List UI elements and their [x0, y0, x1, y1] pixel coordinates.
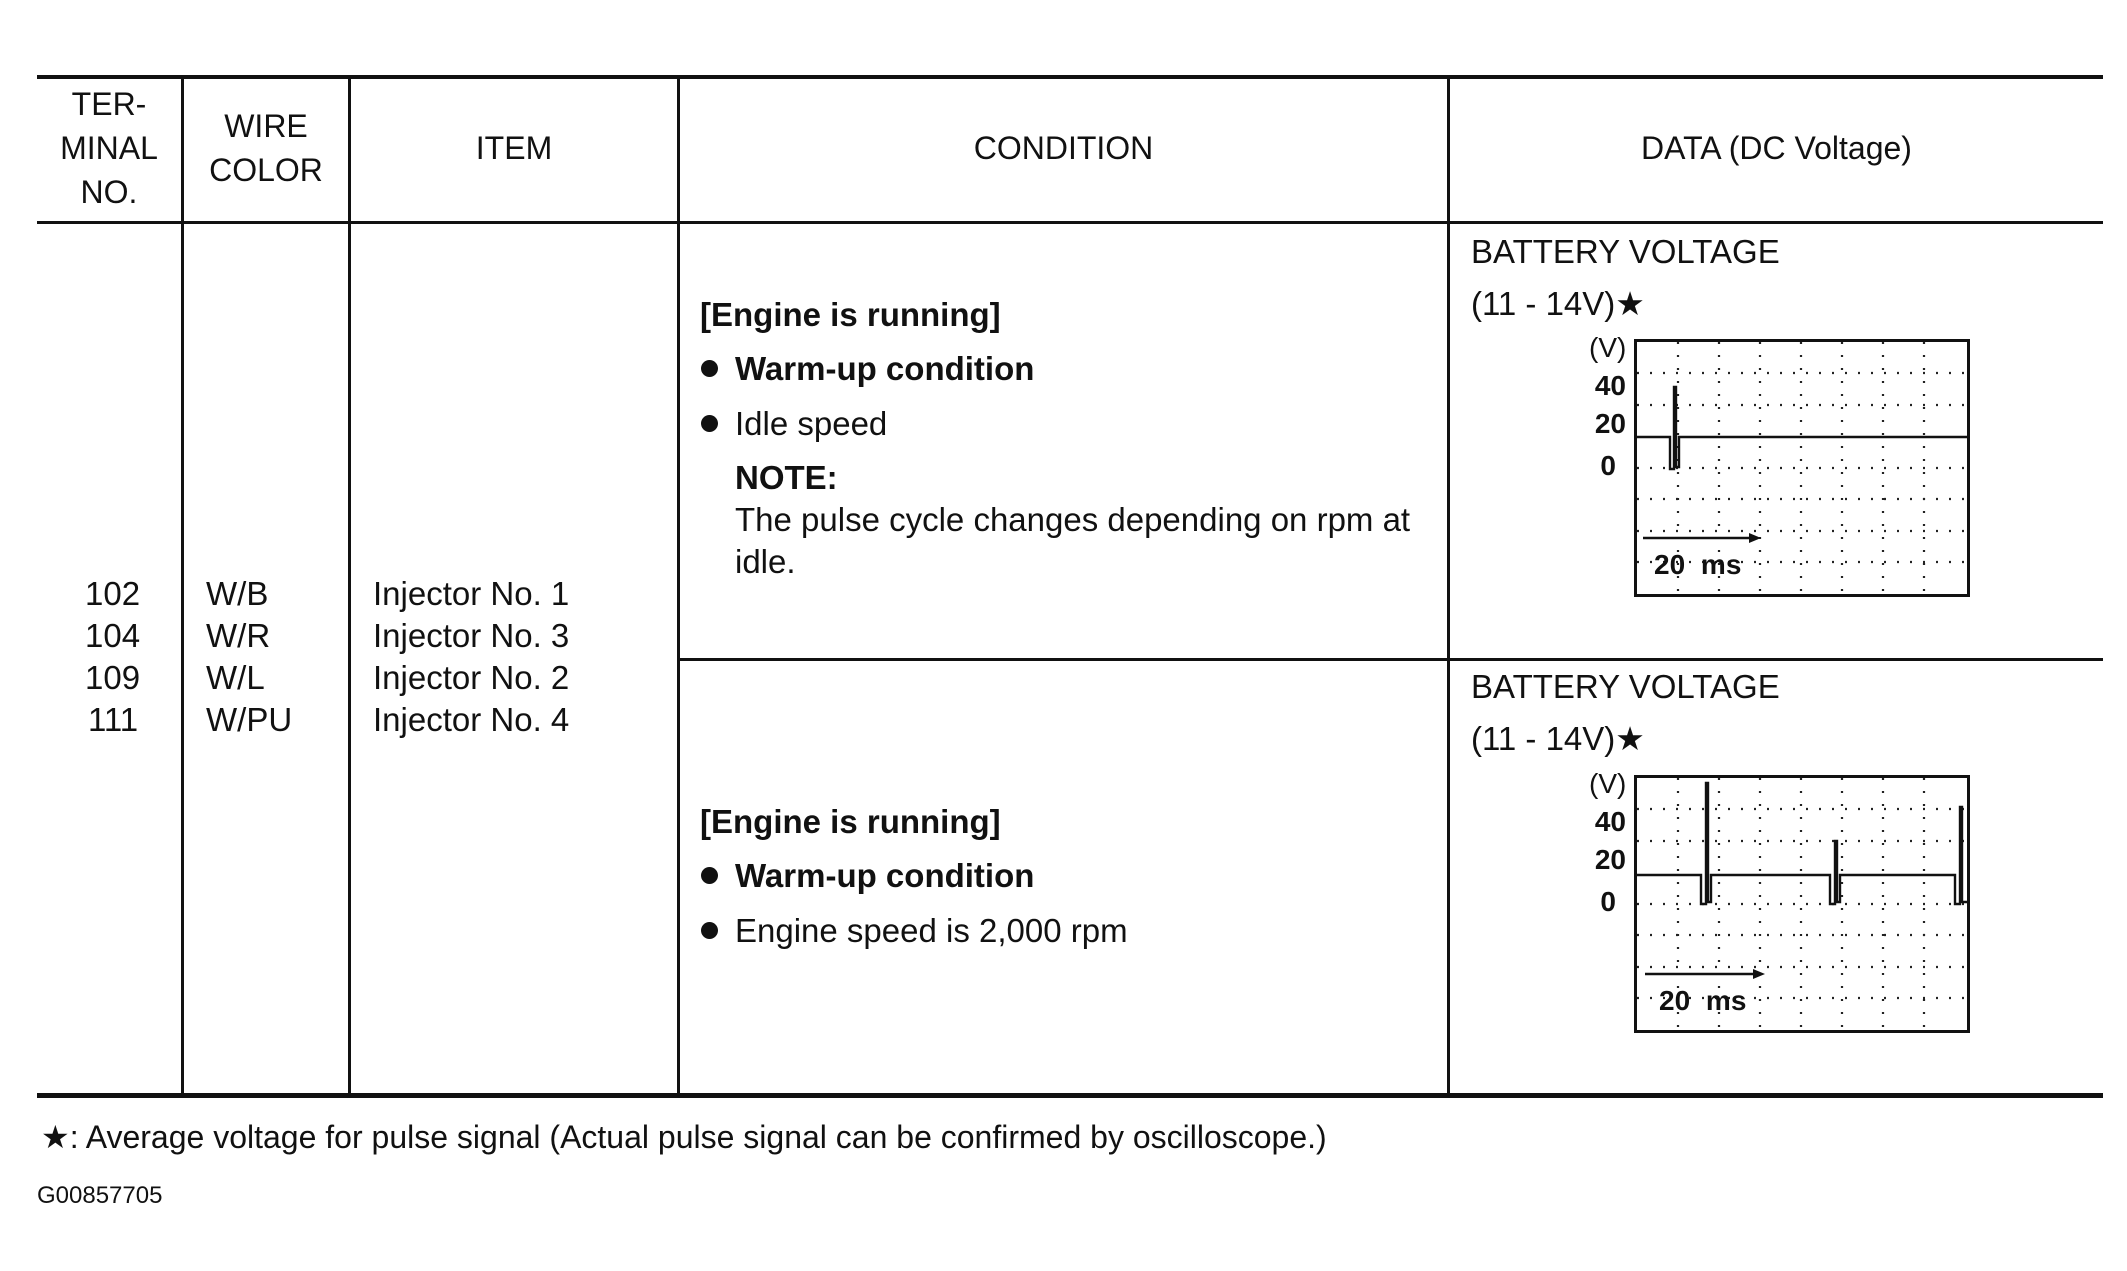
- scope-unit-label: (V): [1589, 332, 1627, 363]
- bullet-icon: [701, 360, 718, 377]
- column-divider-4: [1447, 75, 1450, 1095]
- row-divider: [678, 658, 2103, 661]
- scope-tick-label: 0: [1600, 450, 1616, 481]
- condition-title: [Engine is running]: [700, 296, 1001, 333]
- bullet-icon: [701, 415, 718, 432]
- scope-unit-label: (V): [1589, 768, 1627, 799]
- header-condition: CONDITION: [973, 130, 1154, 166]
- wire-color: W/L: [206, 659, 265, 696]
- note-label: NOTE:: [735, 459, 838, 496]
- item-name: Injector No. 4: [373, 701, 570, 738]
- scope-tick-label: 20: [1594, 408, 1626, 439]
- terminal-no: 109: [85, 659, 141, 696]
- bullet-icon: [701, 867, 718, 884]
- bullet-icon: [701, 922, 718, 939]
- wire-color: W/B: [206, 575, 269, 612]
- oscilloscope-waveform-2000rpm: 20 ms: [1634, 775, 1970, 1033]
- scope-tick-label: 40: [1594, 370, 1626, 401]
- terminal-no: 111: [88, 701, 139, 738]
- waveform-graphic: [1637, 342, 1967, 594]
- time-scale-label: 20 ms: [1654, 549, 1742, 580]
- table-top-border: [37, 75, 2103, 79]
- waveform-trace: [1637, 781, 1967, 906]
- scope-tick-label: 20: [1594, 844, 1626, 875]
- item-name: Injector No. 2: [373, 659, 570, 696]
- column-divider-2: [348, 75, 351, 1095]
- data-label: BATTERY VOLTAGE: [1471, 668, 1780, 705]
- terminal-no: 102: [85, 575, 141, 612]
- header-wire-line: COLOR: [209, 152, 323, 188]
- footnote: ★: Average voltage for pulse signal (Act…: [41, 1119, 1327, 1155]
- wire-color: W/R: [206, 617, 271, 654]
- condition-title: [Engine is running]: [700, 803, 1001, 840]
- note-text: idle.: [735, 543, 796, 580]
- header-terminal-line: MINAL: [60, 130, 158, 166]
- condition-bullet: Warm-up condition: [735, 857, 1035, 894]
- terminal-no: 104: [85, 617, 141, 654]
- header-data: DATA (DC Voltage): [1641, 130, 1912, 166]
- header-terminal-line: NO.: [80, 174, 138, 210]
- scope-grid: [1637, 342, 1967, 594]
- header-wire-line: WIRE: [224, 108, 308, 144]
- wire-color: W/PU: [206, 701, 293, 738]
- item-name: Injector No. 1: [373, 575, 570, 612]
- header-item: ITEM: [475, 130, 553, 166]
- data-range: (11 - 14V)★: [1471, 285, 1645, 322]
- note-text: The pulse cycle changes depending on rpm…: [735, 501, 1411, 538]
- column-divider-3: [677, 75, 680, 1095]
- item-name: Injector No. 3: [373, 617, 570, 654]
- oscilloscope-waveform-idle: 20 ms: [1634, 339, 1970, 597]
- scope-tick-label: 40: [1594, 806, 1626, 837]
- scope-tick-label: 0: [1600, 886, 1616, 917]
- condition-bullet: Warm-up condition: [735, 350, 1035, 387]
- header-wire-color: WIRE COLOR: [184, 104, 348, 192]
- waveform-graphic: [1637, 778, 1967, 1030]
- condition-bullet: Idle speed: [735, 405, 888, 442]
- table-bottom-border: [37, 1093, 2103, 1098]
- header-bottom-border: [37, 221, 2103, 224]
- data-label: BATTERY VOLTAGE: [1471, 233, 1780, 270]
- header-terminal-no: TER- MINAL NO.: [37, 82, 181, 214]
- figure-code: G00857705: [37, 1182, 163, 1209]
- header-terminal-line: TER-: [71, 86, 147, 122]
- time-scale-arrow: [1645, 969, 1765, 979]
- waveform-trace: [1637, 385, 1967, 471]
- time-scale-label: 20 ms: [1659, 985, 1747, 1016]
- data-range: (11 - 14V)★: [1471, 720, 1645, 757]
- column-divider-1: [181, 75, 184, 1095]
- scope-grid: [1637, 778, 1967, 1030]
- condition-bullet: Engine speed is 2,000 rpm: [735, 912, 1128, 949]
- time-scale-arrow: [1643, 533, 1761, 543]
